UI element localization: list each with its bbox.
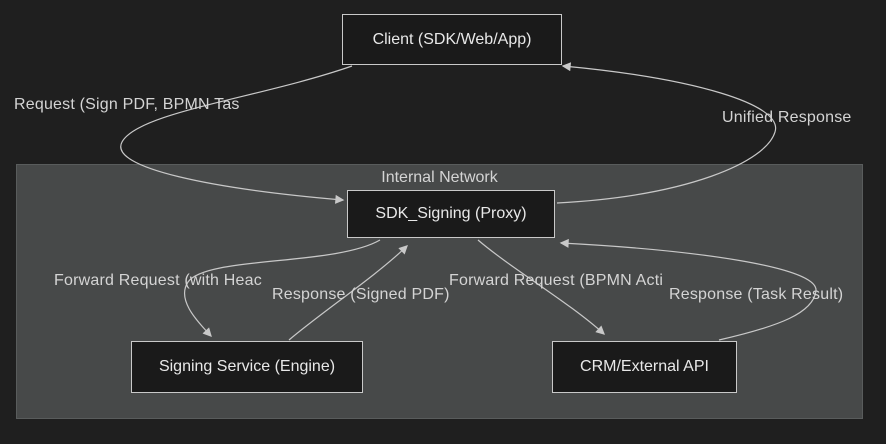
node-crm-external-api: CRM/External API	[552, 341, 737, 393]
edge-label-forward-bpmn: Forward Request (BPMN Acti	[449, 272, 664, 289]
edge-label-request: Request (Sign PDF, BPMN Tas	[14, 96, 240, 113]
node-sdk-signing-proxy: SDK_Signing (Proxy)	[347, 190, 555, 238]
internal-network-title: Internal Network	[381, 169, 498, 186]
node-signing-service: Signing Service (Engine)	[131, 341, 363, 393]
edge-label-forward-headers: Forward Request (with Heac	[54, 272, 262, 289]
edge-label-response-pdf: Response (Signed PDF)	[272, 286, 450, 303]
node-crm-external-api-label: CRM/External API	[580, 358, 709, 375]
node-signing-service-label: Signing Service (Engine)	[158, 358, 336, 375]
node-client-label: Client (SDK/Web/App)	[372, 30, 532, 48]
node-sdk-signing-proxy-label: SDK_Signing (Proxy)	[375, 205, 527, 222]
edge-label-response-task: Response (Task Result)	[669, 286, 844, 303]
node-client: Client (SDK/Web/App)	[342, 14, 562, 65]
edge-label-unified-response: Unified Response	[722, 109, 852, 126]
